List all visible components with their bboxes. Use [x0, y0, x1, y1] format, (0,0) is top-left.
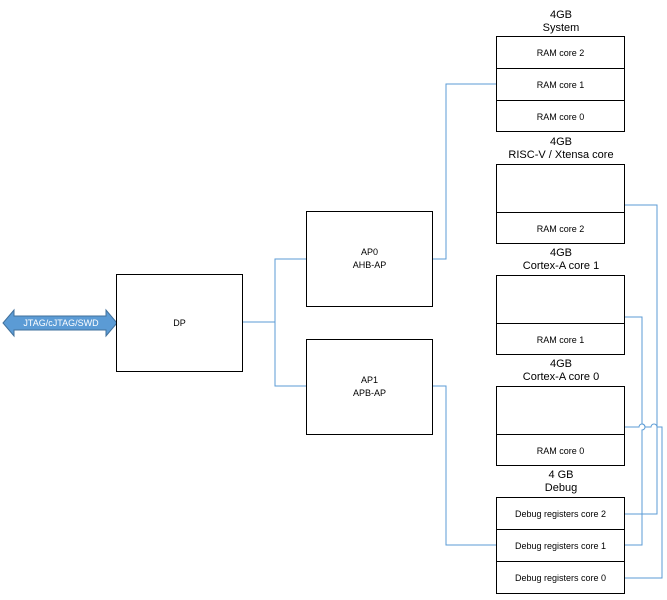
wire-ap0-system: [433, 83, 496, 260]
riscv-name: RISC-V / Xtensa core: [508, 149, 614, 161]
wire-dp-ap0: [274, 258, 306, 322]
system-cell-ram-core-1[interactable]: RAM core 1: [497, 69, 624, 101]
system-cell-ram-core-2[interactable]: RAM core 2: [497, 37, 624, 69]
wire-cortex0-debug0: [625, 423, 663, 579]
ap1-line2: APB-AP: [352, 388, 386, 398]
cortex0-size: 4GB: [549, 358, 572, 370]
ap1-box[interactable]: AP1 APB-AP: [306, 339, 433, 435]
system-title: 4GB System: [481, 9, 641, 35]
system-cell-ram-core-0[interactable]: RAM core 0: [536, 111, 585, 122]
cortex0-core-area[interactable]: [497, 387, 624, 435]
jtag-arrow-label: JTAG/cJTAG/SWD: [23, 318, 99, 328]
cortex1-name: Cortex-A core 1: [522, 260, 600, 272]
riscv-memory-box: RAM core 2: [496, 164, 625, 244]
cortex0-cell-ram[interactable]: RAM core 0: [536, 445, 585, 456]
dp-box[interactable]: DP: [116, 274, 243, 372]
cortex1-size: 4GB: [549, 247, 572, 259]
cortex0-title: 4GB Cortex-A core 0: [481, 358, 641, 384]
riscv-cell-ram[interactable]: RAM core 2: [536, 223, 585, 234]
cortex0-name: Cortex-A core 0: [522, 371, 600, 383]
cortex1-core-area[interactable]: [497, 276, 624, 324]
dp-label: DP: [173, 317, 186, 328]
debug-cell-core-1[interactable]: Debug registers core 1: [497, 530, 624, 562]
riscv-size: 4GB: [549, 136, 572, 148]
debug-size: 4 GB: [548, 469, 574, 481]
ap0-box[interactable]: AP0 AHB-AP: [306, 211, 433, 307]
system-memory-box: RAM core 2 RAM core 1 RAM core 0: [496, 36, 625, 132]
debug-cell-core-0[interactable]: Debug registers core 0: [514, 573, 607, 583]
cortex0-memory-box: RAM core 0: [496, 386, 625, 466]
wire-debug1-cortex1: [625, 316, 646, 546]
ap1-line1: AP1: [360, 375, 378, 385]
debug-name: Debug: [544, 482, 578, 494]
wire-ap1-debug: [433, 385, 496, 546]
debug-title: 4 GB Debug: [481, 469, 641, 495]
cortex1-title: 4GB Cortex-A core 1: [481, 247, 641, 273]
wire-debug2-riscv: [625, 204, 658, 515]
system-name: System: [542, 22, 580, 34]
riscv-title: 4GB RISC-V / Xtensa core: [481, 136, 641, 162]
wire-dp-ap1: [274, 322, 306, 387]
ap0-line2: AHB-AP: [352, 260, 387, 270]
system-size: 4GB: [549, 9, 572, 21]
debug-memory-box: Debug registers core 2 Debug registers c…: [496, 497, 625, 594]
cortex1-cell-ram[interactable]: RAM core 1: [536, 334, 585, 345]
cortex1-memory-box: RAM core 1: [496, 275, 625, 355]
riscv-core-area[interactable]: [497, 165, 624, 213]
debug-cell-core-2[interactable]: Debug registers core 2: [497, 498, 624, 530]
ap0-line1: AP0: [360, 247, 378, 257]
